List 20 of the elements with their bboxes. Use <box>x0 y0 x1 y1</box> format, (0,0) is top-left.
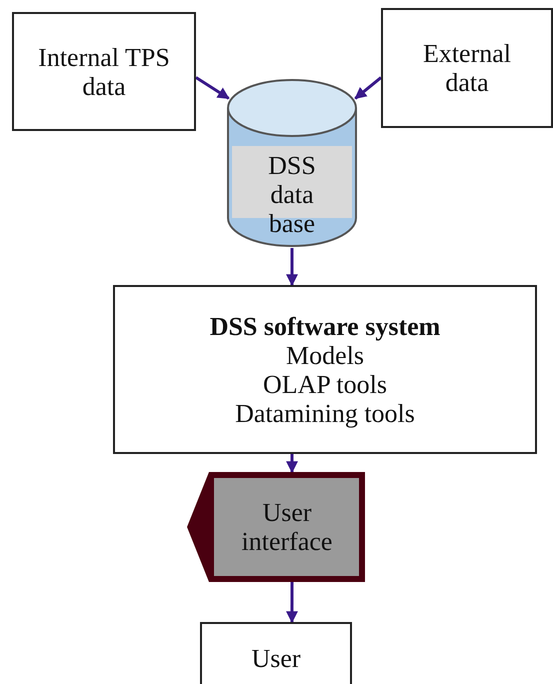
process-box <box>113 285 537 454</box>
node-label: OLAP tools <box>263 370 387 398</box>
user-box <box>200 622 352 684</box>
node-label: External data <box>422 39 512 97</box>
database-cylinder <box>226 78 358 248</box>
arrow <box>195 76 230 100</box>
data-source-box <box>381 8 553 128</box>
arrow <box>286 248 298 286</box>
node-label: Internal TPS data <box>37 42 171 100</box>
data-source-box <box>12 12 196 131</box>
node-label: Datamining tools <box>235 398 415 428</box>
arrow <box>354 76 382 100</box>
arrow <box>286 454 298 474</box>
node-label: User interface <box>240 498 334 556</box>
node-label: DSS software system <box>210 312 440 340</box>
node-label: User <box>251 644 301 673</box>
node-label: Models <box>286 340 364 370</box>
node-label: DSS data base <box>267 150 317 238</box>
interface-shape <box>187 472 365 582</box>
arrow <box>286 582 298 624</box>
